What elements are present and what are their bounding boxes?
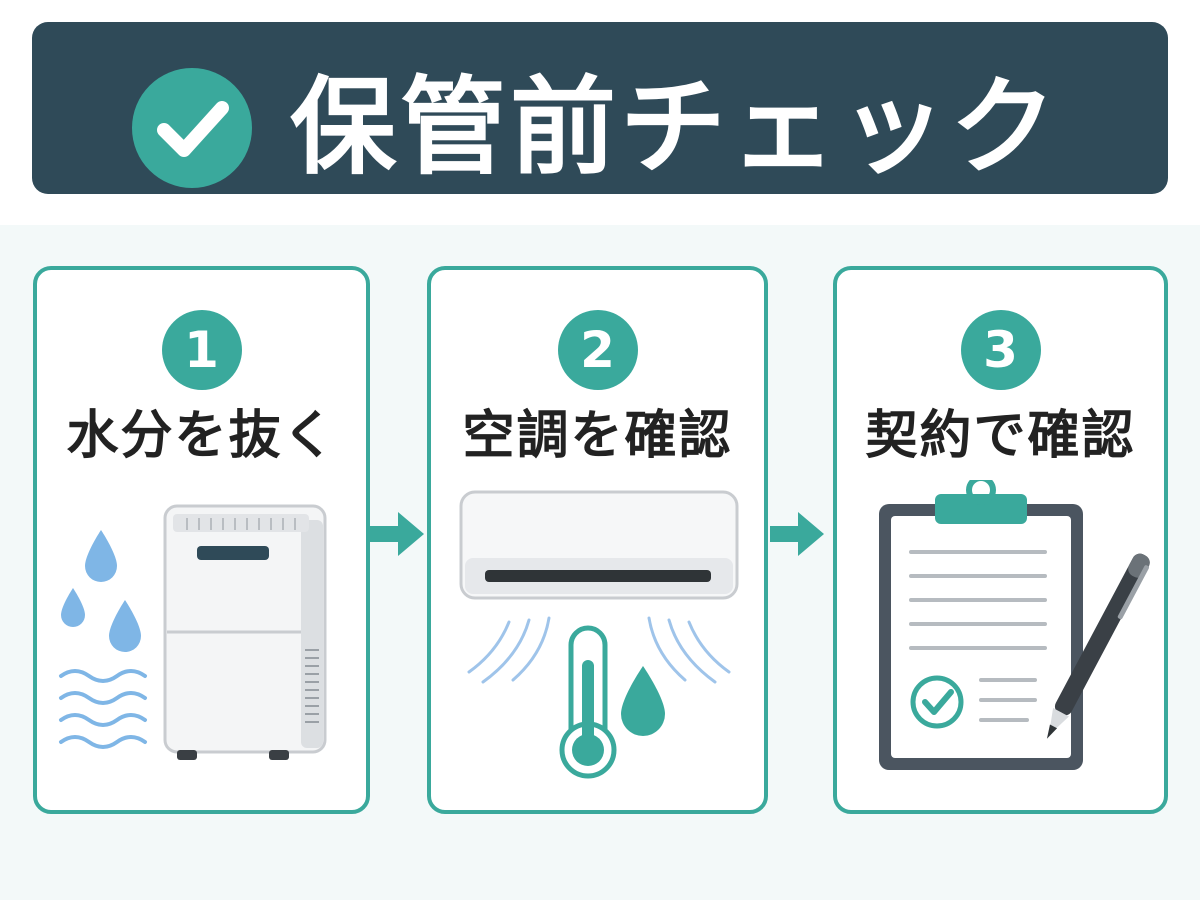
header-banner: 保管前チェック	[32, 22, 1168, 194]
arrow-right-icon	[370, 512, 424, 556]
step-label: 空調を確認	[462, 406, 733, 466]
air-conditioner-icon	[459, 490, 739, 779]
step-label: 水分を抜く	[66, 406, 337, 466]
step-number-badge: 3	[960, 310, 1041, 390]
clipboard-contract-icon	[879, 480, 1150, 770]
step-number-badge: 1	[161, 310, 242, 390]
step-card-2: 2 空調を確認	[427, 266, 768, 814]
step-number-badge: 2	[557, 310, 638, 390]
step-label: 契約で確認	[865, 406, 1136, 466]
arrow-right-icon	[770, 512, 824, 556]
checkmark-circle-icon	[132, 68, 252, 188]
dehumidifier-icon	[59, 504, 327, 760]
step-card-1: 1 水分を抜く	[33, 266, 370, 814]
step-card-3: 3 契約で確認	[833, 266, 1168, 814]
page-title: 保管前チェック	[290, 66, 1060, 189]
